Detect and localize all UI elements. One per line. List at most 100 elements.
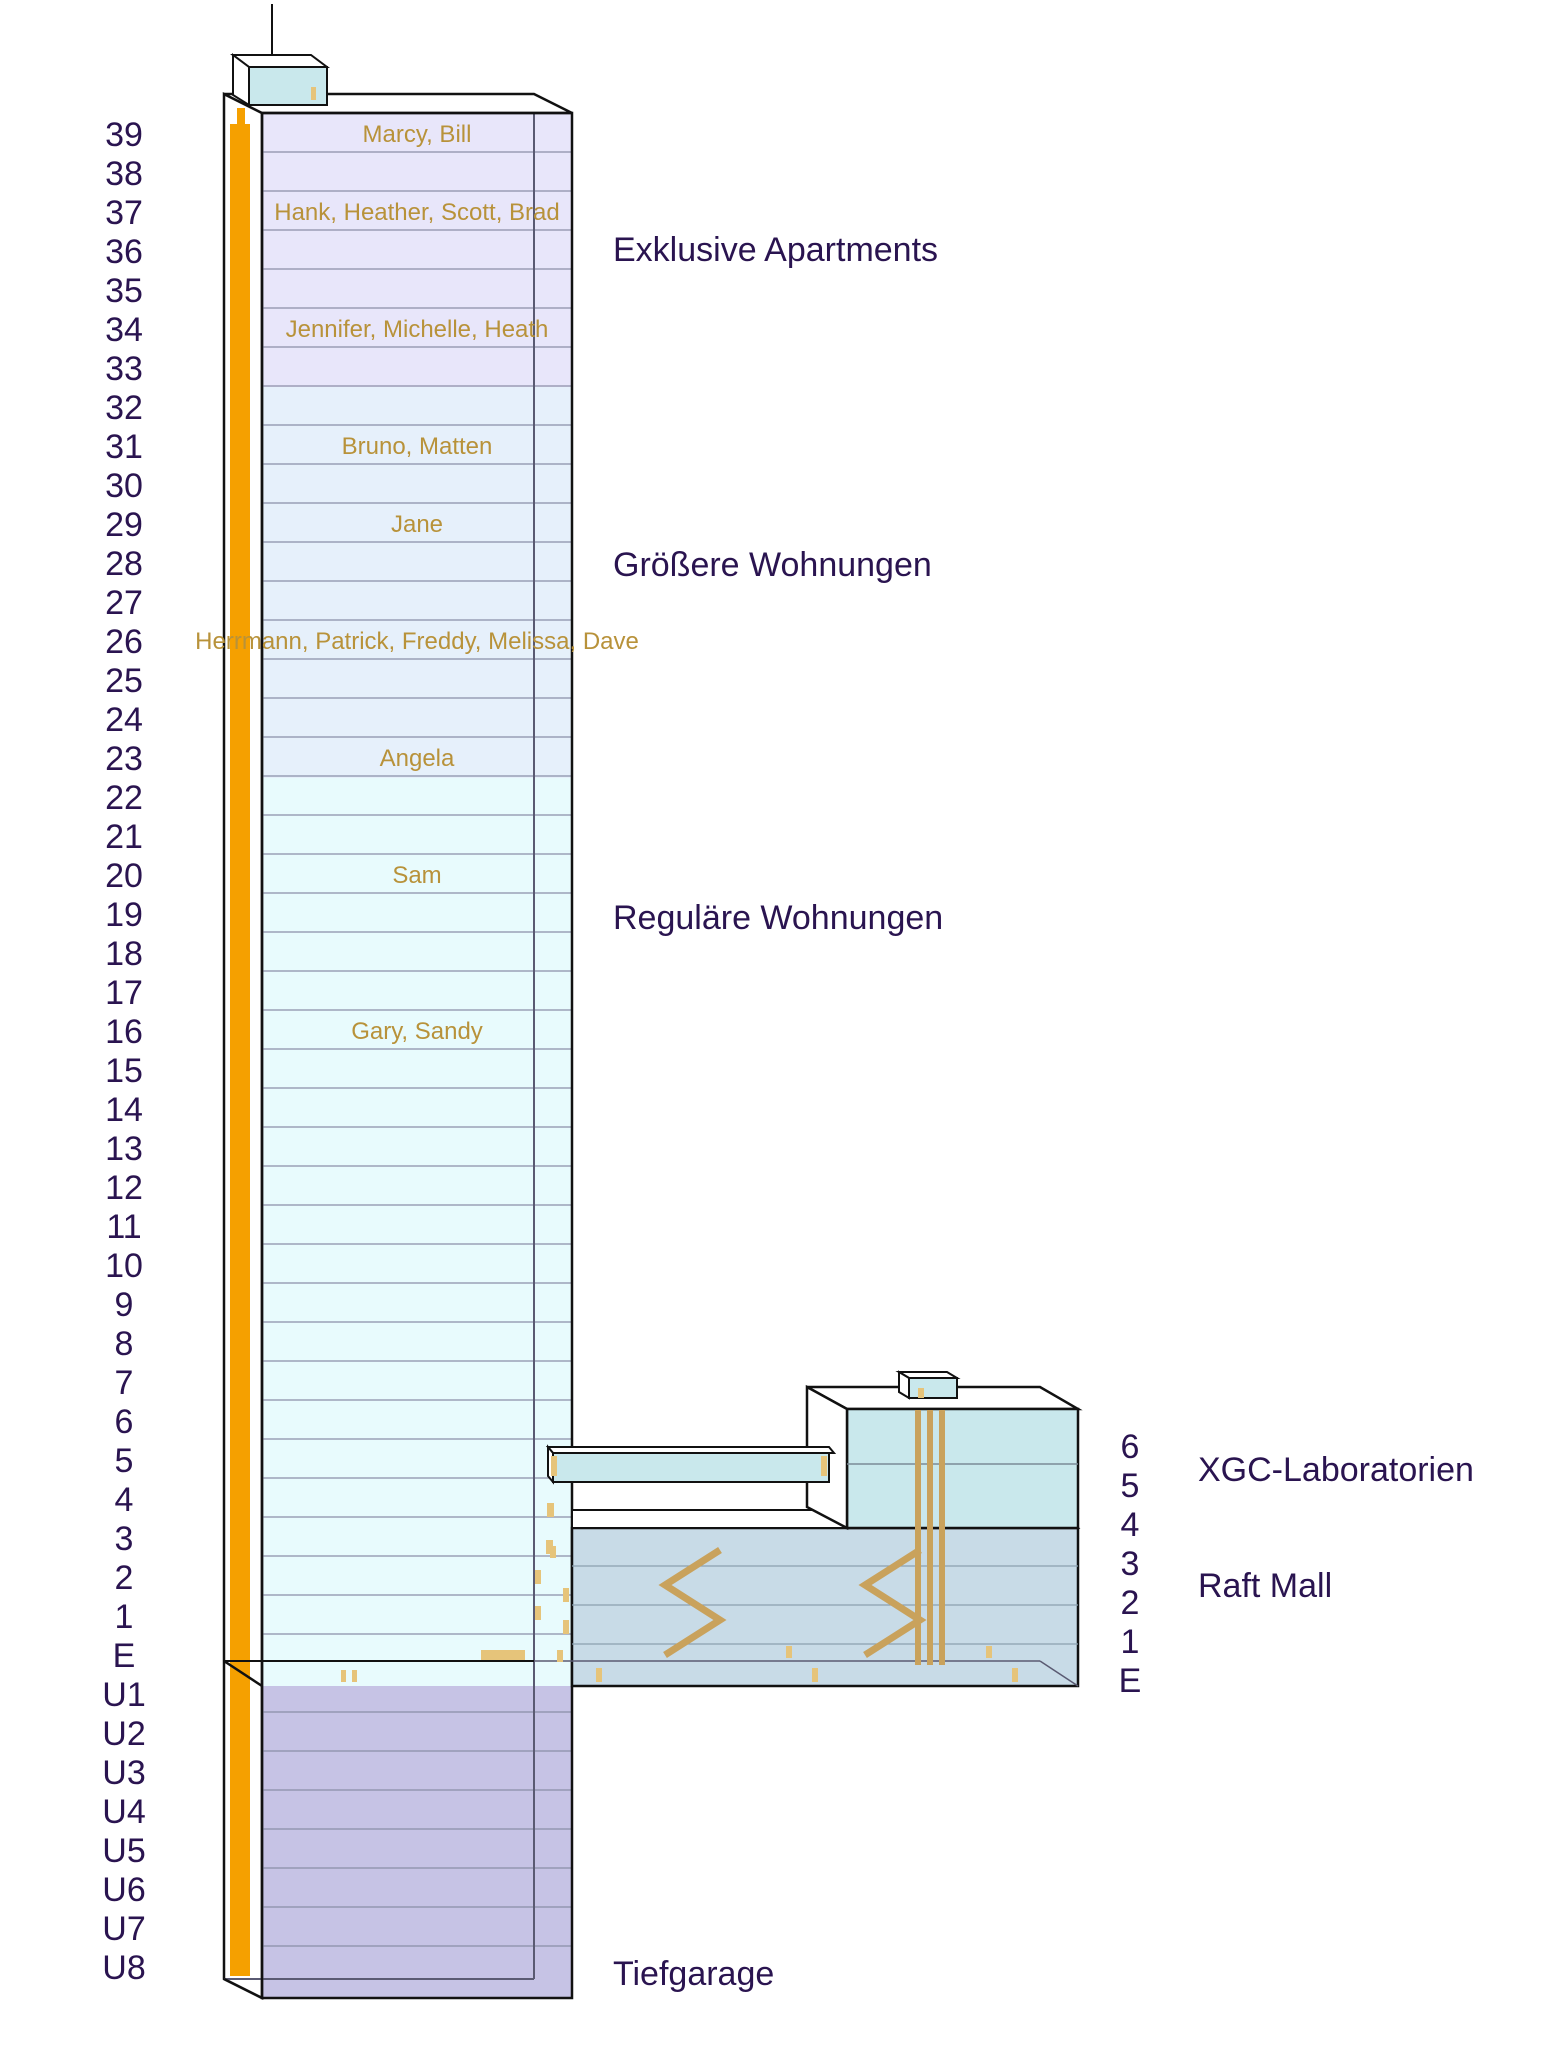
mall-block [570,1526,1080,1688]
tower-floor-number: 30 [105,467,143,505]
labs-roof-cap-front [908,1377,958,1399]
tower-base-front [223,1977,263,2000]
labs-elevator [915,1410,945,1665]
tower-floor-number: U8 [102,1949,145,1987]
tenant-label: Hank, Heather, Scott, Brad [274,199,559,226]
tower-floor-number: 33 [105,350,143,388]
skybridge-body [552,1452,830,1483]
mall-back-corner [1039,1660,1079,1687]
labs-block [845,1407,1080,1530]
garage-zone [262,1686,572,1998]
tenant-label: Herrmann, Patrick, Freddy, Melissa, Dave [195,628,639,655]
escalator-left [658,1547,727,1658]
larger-zone [262,387,572,778]
tower-floor-number: 5 [115,1442,134,1480]
tower-floor-number: 28 [105,545,143,583]
exclusive-zone [262,113,572,387]
tower-floor-number: 7 [115,1364,134,1402]
tenant-label: Sam [392,862,441,889]
tower-floor-number: 31 [105,428,143,466]
mall-shops [596,1646,1018,1682]
tower-floor-number: 2 [115,1559,134,1597]
tenant-label: Marcy, Bill [363,121,472,148]
tower-floor-number: 35 [105,272,143,310]
tower-floor-number: 17 [105,974,143,1012]
tower-floor-number: U2 [102,1715,145,1753]
tenant-label: Gary, Sandy [351,1018,483,1045]
regular-zone [262,778,572,1661]
zone-label-regular: Reguläre Wohnungen [613,899,943,937]
tenant-label: Bruno, Matten [342,433,493,460]
tower-floor-number: 39 [105,116,143,154]
annex-floor-number: 3 [1121,1545,1140,1583]
penthouse-side [232,53,250,107]
tower-floor-number: 15 [105,1052,143,1090]
zone-label-exclusive: Exklusive Apartments [613,231,938,269]
tower-floor-number: 8 [115,1325,134,1363]
tower-floor-number: 9 [115,1286,134,1324]
ground-floor [262,1661,572,1686]
tower-floor-number: 19 [105,896,143,934]
annex-floor-number: 2 [1121,1584,1140,1622]
tower-floor-number: 3 [115,1520,134,1558]
tower-floor-number: 38 [105,155,143,193]
tower-ground-side [223,1659,263,1688]
tower-floor-number: U4 [102,1793,145,1831]
tower-floor-number: U7 [102,1910,145,1948]
tower-floor-number: 26 [105,623,143,661]
tower-floor-numbers: 3938373635343332313029282726252423222120… [102,116,145,1987]
tower-floor-number: 12 [105,1169,143,1207]
tower-floor-number: 6 [115,1403,134,1441]
tower-front-outline [260,111,574,2000]
zone-label-labs: XGC-Laboratorien [1198,1451,1474,1489]
escalator-right [858,1547,927,1658]
zone-label-mall: Raft Mall [1198,1567,1332,1605]
labs-window [918,1388,924,1398]
tower-floor-number: 22 [105,779,143,817]
tower-floor-number: 27 [105,584,143,622]
penthouse-window [311,87,316,100]
skybridge-door [551,1456,557,1476]
tenant-label: Jennifer, Michelle, Heath [286,316,549,343]
tower-floor-number: 11 [106,1208,141,1246]
tower-floor-number: U6 [102,1871,145,1909]
annex-floor-number: E [1119,1662,1142,1700]
tower-floor-number: 16 [105,1013,143,1051]
annex-floor-number: 6 [1121,1428,1140,1466]
zone-label-garage: Tiefgarage [613,1955,774,1993]
tower-floor-number: U3 [102,1754,145,1792]
skybridge-door-2 [821,1456,827,1476]
tower-floor-number: 18 [105,935,143,973]
tower-floor-lines [262,151,572,1947]
annex-floor-number: 5 [1121,1467,1140,1505]
tower-floor-number: 25 [105,662,143,700]
annex-floor-number: 1 [1121,1623,1140,1661]
tower-floor-number: U1 [102,1676,145,1714]
tower-floor-number: 20 [105,857,143,895]
tower-floor-number: 23 [105,740,143,778]
tower-floor-number: 37 [105,194,143,232]
tower-floor-number: 32 [105,389,143,427]
tenant-label: Angela [380,745,455,772]
tower-floor-number: 1 [115,1598,134,1636]
elevator-shaft-step [237,108,245,124]
tower-floor-number: 21 [105,818,143,856]
tower-floor-number: 10 [105,1247,143,1285]
tower-floor-number: U5 [102,1832,145,1870]
tower-floor-number: 29 [105,506,143,544]
elevator-shaft [230,124,250,1976]
tower-floor-number: E [113,1637,136,1675]
tower-ground-details [341,1503,569,1682]
tower-floor-number: 14 [105,1091,143,1129]
tower-floor-number: 36 [105,233,143,271]
tower-floor-number: 13 [105,1130,143,1168]
labs-roof-cap-side [898,1370,910,1400]
tower-floor-number: 34 [105,311,143,349]
tower-floor-number: 24 [105,701,143,739]
zone-label-larger: Größere Wohnungen [613,546,932,584]
mall-floor-lines [572,1565,1078,1645]
annex-floor-number: 4 [1121,1506,1140,1544]
